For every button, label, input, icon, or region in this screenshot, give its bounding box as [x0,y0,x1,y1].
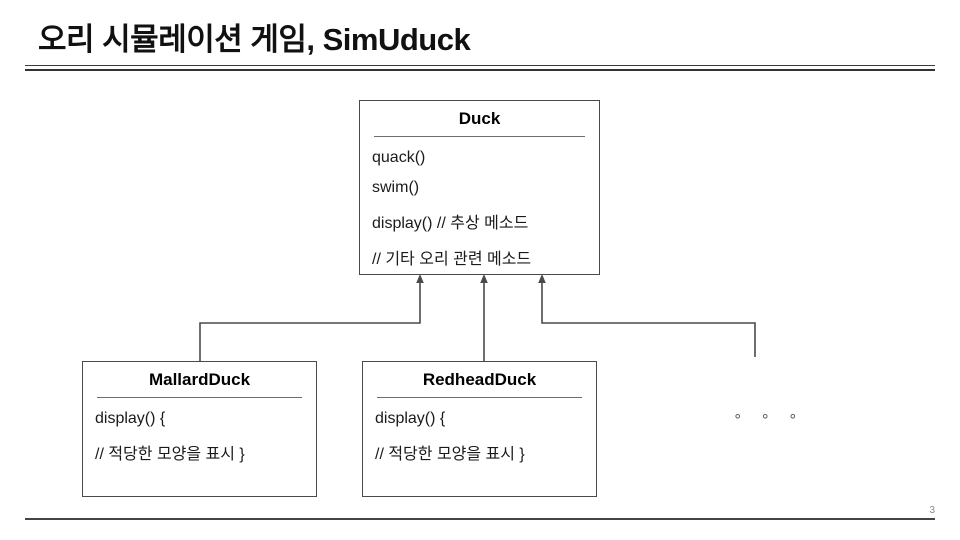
uml-class-duck-name: Duck [458,109,501,128]
title-divider-line-bottom [25,69,935,71]
connector-duck-to-more-subclasses [538,274,756,357]
title-divider [25,65,935,72]
uml-member: display() { [375,410,446,427]
page-number: 3 [929,505,935,516]
uml-class-mallardduck[interactable]: MallardDuck display() { // 적당한 모양을 표시 } [82,361,317,497]
uml-member: display() // 추상 메소드 [372,215,529,232]
uml-class-duck-members: quack() swim() display() // 추상 메소드 // 기타… [372,149,599,269]
uml-member: swim() [372,179,420,196]
title-divider-line-top [25,65,935,66]
uml-class-redheadduck-name: RedheadDuck [422,370,537,389]
uml-member: // 적당한 모양을 표시 } [375,446,525,463]
more-subclasses-ellipsis: ∘ ∘ ∘ [733,408,805,425]
uml-class-duck[interactable]: Duck quack() swim() display() // 추상 메소드 … [359,100,600,275]
uml-class-duck-separator [374,136,585,137]
uml-member: display() { [95,410,166,427]
connector-duck-to-redheadduck [480,274,488,361]
uml-class-mallardduck-members: display() { // 적당한 모양을 표시 } [95,410,316,464]
connector-duck-to-mallardduck [199,274,424,361]
uml-member: // 적당한 모양을 표시 } [95,446,245,463]
footer-divider [25,518,935,520]
page-title: 오리 시뮬레이션 게임, SimUduck [38,22,471,57]
uml-class-mallardduck-name: MallardDuck [148,370,251,389]
uml-class-mallardduck-separator [97,397,302,398]
arrowhead-redheadduck [480,274,488,283]
uml-class-redheadduck-separator [377,397,582,398]
arrowhead-more-subclasses [538,274,546,283]
uml-class-redheadduck-members: display() { // 적당한 모양을 표시 } [375,410,596,464]
uml-class-redheadduck[interactable]: RedheadDuck display() { // 적당한 모양을 표시 } [362,361,597,497]
uml-member: quack() [372,149,426,166]
arrowhead-mallardduck [416,274,424,283]
uml-member: // 기타 오리 관련 메소드 [372,251,532,268]
